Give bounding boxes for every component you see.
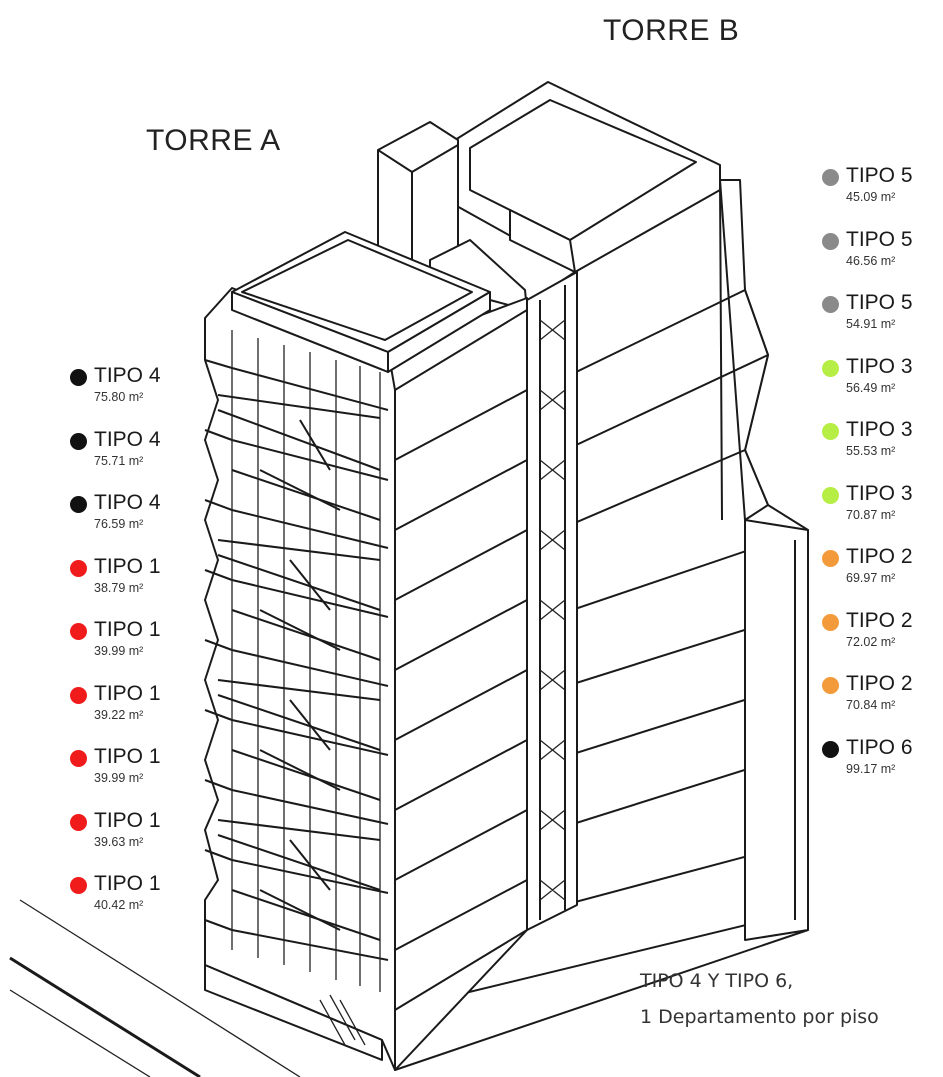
unit-type-label: TIPO 3 bbox=[846, 418, 913, 441]
unit-legend-item: TIPO 3 70.87 m² bbox=[818, 480, 943, 544]
tower-a-diagonal-panels bbox=[217, 394, 381, 941]
unit-color-dot-icon bbox=[822, 550, 839, 567]
unit-legend-item: TIPO 1 39.99 m² bbox=[66, 743, 216, 807]
unit-type-label: TIPO 5 bbox=[846, 291, 913, 314]
unit-area-label: 72.02 m² bbox=[846, 634, 896, 649]
unit-type-label: TIPO 2 bbox=[846, 545, 913, 568]
unit-color-dot-icon bbox=[70, 686, 87, 704]
elevator-block bbox=[377, 121, 528, 311]
unit-area-label: 75.71 m² bbox=[94, 453, 144, 468]
unit-area-label: 38.79 m² bbox=[94, 580, 144, 595]
tower-a-base bbox=[204, 964, 383, 1061]
unit-type-label: TIPO 1 bbox=[94, 872, 161, 895]
unit-legend-item: TIPO 3 56.49 m² bbox=[818, 353, 943, 417]
unit-type-label: TIPO 5 bbox=[846, 227, 913, 251]
note: TIPO 4 Y TIPO 6, 1 Departamento por piso bbox=[640, 963, 879, 1035]
unit-area-label: 70.84 m² bbox=[846, 698, 896, 712]
tower-a-body bbox=[204, 287, 528, 1071]
unit-legend-item: TIPO 1 38.79 m² bbox=[66, 553, 216, 617]
unit-type-label: TIPO 1 bbox=[94, 618, 161, 641]
unit-color-dot-icon bbox=[822, 169, 839, 186]
unit-type-label: TIPO 4 bbox=[94, 427, 161, 451]
unit-area-label: 56.49 m² bbox=[846, 380, 896, 395]
unit-area-label: 46.56 m² bbox=[846, 253, 896, 268]
unit-color-dot-icon bbox=[822, 740, 839, 758]
unit-color-dot-icon bbox=[822, 232, 839, 250]
unit-legend-item: TIPO 5 46.56 m² bbox=[818, 226, 943, 290]
unit-area-label: 39.99 m² bbox=[94, 771, 144, 785]
unit-color-dot-icon bbox=[70, 813, 87, 831]
unit-area-label: 99.17 m² bbox=[846, 761, 896, 776]
unit-legend-item: TIPO 3 55.53 m² bbox=[818, 416, 943, 480]
unit-area-label: 39.99 m² bbox=[94, 644, 144, 658]
street-lines bbox=[9, 899, 301, 1077]
unit-legend-item: TIPO 1 40.42 m² bbox=[66, 870, 216, 934]
unit-color-dot-icon bbox=[70, 623, 87, 640]
tower-b-title: TORRE B bbox=[603, 14, 740, 47]
unit-legend-item: TIPO 1 39.99 m² bbox=[66, 616, 216, 680]
tower-a-mullions bbox=[231, 330, 381, 992]
unit-legend-item: TIPO 2 69.97 m² bbox=[818, 543, 943, 607]
unit-area-label: 39.22 m² bbox=[94, 707, 144, 722]
unit-color-dot-icon bbox=[70, 750, 87, 767]
unit-type-label: TIPO 3 bbox=[846, 481, 913, 505]
unit-type-label: TIPO 3 bbox=[846, 354, 913, 378]
legend-tower-b: TIPO 5 45.09 m² TIPO 5 46.56 m² TIPO 5 54.91 … bbox=[818, 162, 943, 797]
unit-area-label: 55.53 m² bbox=[846, 444, 896, 458]
unit-color-dot-icon bbox=[822, 677, 839, 694]
unit-area-label: 75.80 m² bbox=[94, 390, 144, 404]
unit-legend-item: TIPO 5 45.09 m² bbox=[818, 162, 943, 226]
unit-type-label: TIPO 1 bbox=[94, 681, 161, 705]
tower-a-facade bbox=[204, 330, 389, 1061]
unit-legend-item: TIPO 4 75.80 m² bbox=[66, 362, 216, 426]
unit-color-dot-icon bbox=[70, 559, 87, 577]
unit-area-label: 45.09 m² bbox=[846, 190, 896, 204]
unit-legend-item: TIPO 1 39.22 m² bbox=[66, 680, 216, 744]
unit-area-label: 40.42 m² bbox=[94, 898, 144, 912]
unit-type-label: TIPO 6 bbox=[846, 735, 913, 759]
unit-type-label: TIPO 5 bbox=[846, 164, 913, 187]
unit-legend-item: TIPO 5 54.91 m² bbox=[818, 289, 943, 353]
unit-legend-item: TIPO 6 99.17 m² bbox=[818, 734, 943, 798]
unit-area-label: 54.91 m² bbox=[846, 317, 896, 331]
unit-color-dot-icon bbox=[822, 613, 839, 631]
note-line-1: TIPO 4 Y TIPO 6, bbox=[640, 970, 794, 992]
unit-type-label: TIPO 4 bbox=[94, 491, 161, 514]
unit-color-dot-icon bbox=[70, 877, 87, 894]
unit-area-label: 76.59 m² bbox=[94, 517, 144, 531]
tower-a-title: TORRE A bbox=[146, 124, 281, 157]
unit-color-dot-icon bbox=[822, 486, 839, 504]
unit-color-dot-icon bbox=[822, 296, 839, 313]
unit-color-dot-icon bbox=[70, 369, 87, 386]
unit-type-label: TIPO 2 bbox=[846, 672, 913, 695]
unit-legend-item: TIPO 2 70.84 m² bbox=[818, 670, 943, 734]
unit-type-label: TIPO 4 bbox=[94, 364, 161, 387]
unit-type-label: TIPO 1 bbox=[94, 554, 161, 578]
unit-type-label: TIPO 2 bbox=[846, 608, 913, 632]
unit-color-dot-icon bbox=[822, 423, 839, 440]
unit-color-dot-icon bbox=[70, 432, 87, 450]
unit-color-dot-icon bbox=[70, 496, 87, 513]
unit-legend-item: TIPO 4 76.59 m² bbox=[66, 489, 216, 553]
legend-tower-a: TIPO 4 75.80 m² TIPO 4 75.71 m² TIPO 4 76.59 … bbox=[66, 362, 216, 934]
tower-a-roof bbox=[231, 231, 491, 373]
unit-area-label: 69.97 m² bbox=[846, 571, 896, 585]
unit-legend-item: TIPO 4 75.71 m² bbox=[66, 426, 216, 490]
note-line-2: 1 Departamento por piso bbox=[640, 1006, 879, 1028]
unit-area-label: 39.63 m² bbox=[94, 834, 144, 849]
unit-type-label: TIPO 1 bbox=[94, 808, 161, 832]
unit-area-label: 70.87 m² bbox=[846, 507, 896, 522]
unit-legend-item: TIPO 1 39.63 m² bbox=[66, 807, 216, 871]
unit-color-dot-icon bbox=[822, 359, 839, 377]
stair-core bbox=[526, 271, 578, 931]
unit-legend-item: TIPO 2 72.02 m² bbox=[818, 607, 943, 671]
unit-type-label: TIPO 1 bbox=[94, 745, 161, 768]
